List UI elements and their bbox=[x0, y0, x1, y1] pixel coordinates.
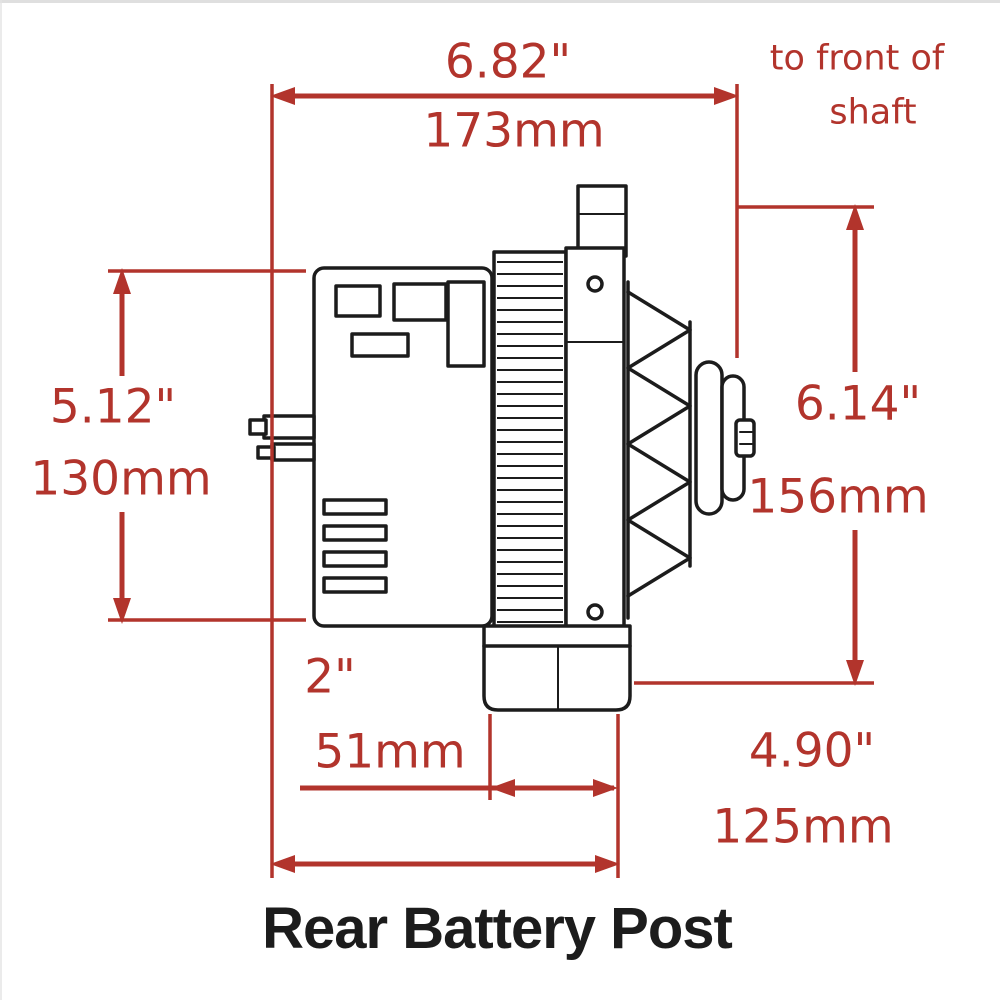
fan-blades bbox=[626, 290, 692, 598]
connector-tab bbox=[270, 442, 316, 462]
alternator-drawing bbox=[248, 184, 756, 712]
arrowhead-bottom-right bbox=[595, 855, 620, 873]
louver bbox=[322, 576, 388, 594]
housing-bolt bbox=[586, 275, 604, 293]
stator-rib-lines bbox=[497, 261, 563, 635]
arrowhead-foot-left bbox=[490, 779, 515, 797]
dimension-annotations bbox=[108, 84, 874, 878]
vent-slot bbox=[446, 280, 486, 368]
louver bbox=[322, 498, 388, 516]
dim-foot-inches-label: 2" bbox=[304, 649, 356, 705]
diagram-title: Rear Battery Post bbox=[262, 896, 733, 961]
dim-top-inches-label: 6.82" bbox=[444, 34, 572, 90]
dim-bottom-inches-label: 4.90" bbox=[748, 723, 876, 779]
arrowhead-left-top bbox=[113, 268, 131, 294]
scan-artifact-left bbox=[0, 0, 2, 1000]
dim-foot-mm-label: 51mm bbox=[314, 724, 466, 780]
pulley-flange-rear bbox=[694, 360, 724, 516]
vent-slot bbox=[392, 282, 448, 322]
shaft-note-line2: shaft bbox=[829, 92, 917, 133]
battery-post-tip bbox=[248, 418, 268, 436]
louver bbox=[322, 550, 388, 568]
arrowhead-right-bottom bbox=[846, 660, 864, 686]
terminal-block bbox=[576, 184, 628, 258]
front-housing bbox=[564, 246, 626, 642]
arrowhead-left-bottom bbox=[113, 598, 131, 624]
arrowhead-right-top bbox=[846, 204, 864, 230]
vent-slot bbox=[334, 284, 382, 318]
dim-top-mm-label: 173mm bbox=[423, 103, 605, 159]
dim-right-inches-label: 6.14" bbox=[794, 376, 922, 432]
connector-tab-tip bbox=[256, 445, 276, 460]
arrowhead-top-right bbox=[714, 87, 739, 105]
dim-right-mm-label: 156mm bbox=[747, 469, 929, 525]
housing-bolt bbox=[586, 603, 604, 621]
shaft-note-line1: to front of bbox=[769, 38, 945, 79]
shaft-nut bbox=[734, 418, 756, 458]
arrowhead-top-left bbox=[270, 87, 295, 105]
arrowhead-foot-right bbox=[593, 779, 618, 797]
louver bbox=[322, 524, 388, 542]
dim-bottom-mm-label: 125mm bbox=[712, 799, 894, 855]
dim-left-inches-label: 5.12" bbox=[49, 379, 177, 435]
arrowhead-bottom-left bbox=[270, 855, 295, 873]
scan-artifact-top bbox=[0, 0, 1000, 3]
vent-slot bbox=[350, 332, 410, 358]
dim-left-mm-label: 130mm bbox=[30, 451, 212, 507]
